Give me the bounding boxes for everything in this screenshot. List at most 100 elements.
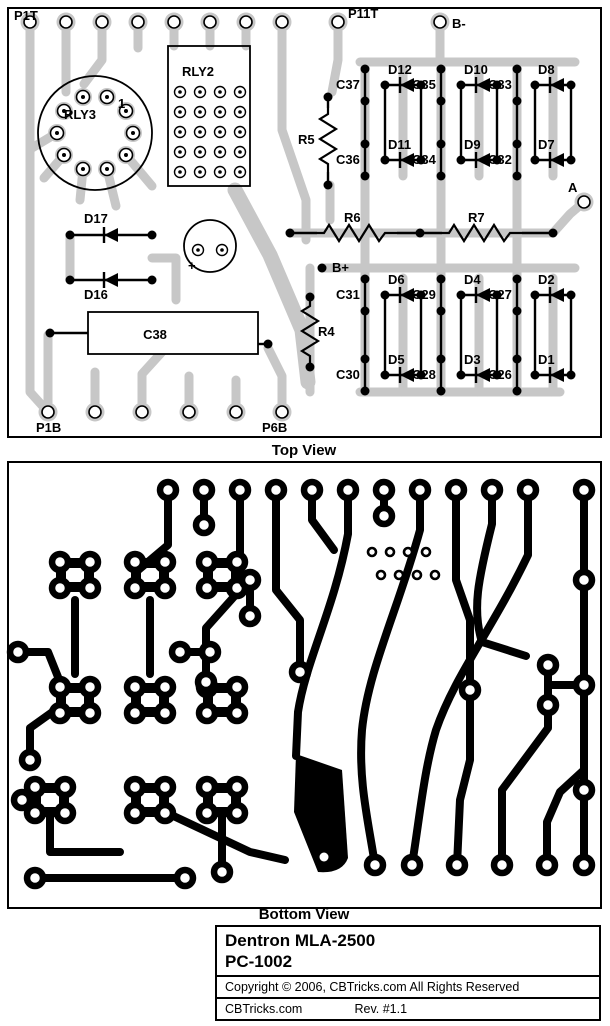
via <box>393 569 405 581</box>
capacitor-c39 <box>183 219 237 273</box>
pad <box>213 85 227 99</box>
pad <box>225 401 247 423</box>
pad <box>404 857 420 873</box>
revision: Rev. #1.1 <box>354 1002 408 1016</box>
pad <box>235 11 257 33</box>
pad <box>213 105 227 119</box>
pad <box>131 401 153 423</box>
pad <box>14 792 30 808</box>
label-c32: C32 <box>488 152 512 167</box>
label-c27: C27 <box>488 287 512 302</box>
pad-p1b <box>37 401 59 423</box>
pad <box>214 864 230 880</box>
label-c30: C30 <box>336 367 360 382</box>
bottom-view-caption: Bottom View <box>259 906 350 922</box>
pad <box>199 11 221 33</box>
pad <box>10 644 26 660</box>
label-p11t: P11T <box>348 6 378 21</box>
pad <box>448 482 464 498</box>
pad <box>173 125 187 139</box>
pad <box>173 85 187 99</box>
pad <box>127 11 149 33</box>
pad <box>304 482 320 498</box>
resistor-r4 <box>300 292 320 372</box>
label-c34: C34 <box>412 152 437 167</box>
c39-outline <box>183 219 237 273</box>
rly2-outline <box>167 45 251 187</box>
pad <box>242 608 258 624</box>
pad <box>233 85 247 99</box>
pad <box>193 145 207 159</box>
pad <box>193 125 207 139</box>
pad <box>191 243 205 257</box>
label-b-minus: B- <box>452 16 466 31</box>
pad <box>340 482 356 498</box>
copper-pour <box>294 754 348 873</box>
via <box>429 569 441 581</box>
pad <box>539 857 555 873</box>
pad <box>376 482 392 498</box>
label-d1: D1 <box>538 352 555 367</box>
pad <box>54 145 74 165</box>
label-d8: D8 <box>538 62 555 77</box>
pad <box>292 664 308 680</box>
pad <box>494 857 510 873</box>
resistor-r5 <box>318 92 338 190</box>
label-b-plus: B+ <box>332 260 349 275</box>
label-c36: C36 <box>336 152 360 167</box>
pad-p6b <box>271 401 293 423</box>
pad <box>576 782 592 798</box>
top-view-diagram: P1T P11T B- RLY2 RLY3 1 C37 D12 C35 D10 … <box>7 6 602 459</box>
pad <box>73 159 93 179</box>
pad <box>242 572 258 588</box>
pad <box>97 159 117 179</box>
label-d4: D4 <box>464 272 481 287</box>
label-c39-plus: + <box>188 258 196 273</box>
top-view-labels: P1T P11T B- RLY2 RLY3 1 C37 D12 C35 D10 … <box>14 6 578 435</box>
capacitor-c38 <box>45 311 273 355</box>
pad <box>173 105 187 119</box>
label-p6b: P6B <box>262 420 287 435</box>
diode-d16 <box>65 272 157 288</box>
label-c31: C31 <box>336 287 360 302</box>
pad <box>116 145 136 165</box>
label-r6: R6 <box>344 210 361 225</box>
pad <box>367 857 383 873</box>
b-plus-junction <box>317 263 327 273</box>
label-c37: C37 <box>336 77 360 92</box>
pad <box>55 11 77 33</box>
pad <box>215 243 229 257</box>
c38-outline <box>87 311 259 355</box>
label-rly2: RLY2 <box>182 64 214 79</box>
label-r5: R5 <box>298 132 315 147</box>
pad <box>198 674 214 690</box>
pad <box>576 677 592 693</box>
pad <box>91 11 113 33</box>
pad <box>271 11 293 33</box>
pad <box>202 644 218 660</box>
pad <box>213 145 227 159</box>
label-r4: R4 <box>318 324 335 339</box>
label-d11: D11 <box>388 137 411 152</box>
pad <box>173 165 187 179</box>
pad-a <box>573 191 595 213</box>
pad <box>177 870 193 886</box>
via <box>375 569 387 581</box>
label-c26: C26 <box>488 367 512 382</box>
pad <box>160 482 176 498</box>
label-d16: D16 <box>84 287 108 302</box>
pad <box>163 11 185 33</box>
pad <box>449 857 465 873</box>
pad <box>178 401 200 423</box>
site-name: CBTricks.com <box>225 1002 303 1016</box>
pad <box>484 482 500 498</box>
pad <box>213 165 227 179</box>
relay-rly2 <box>167 45 251 187</box>
label-a: A <box>568 180 578 195</box>
pad <box>520 482 536 498</box>
pad <box>412 482 428 498</box>
pad <box>173 145 187 159</box>
rly3-outline <box>37 75 153 191</box>
label-c29: C29 <box>412 287 436 302</box>
